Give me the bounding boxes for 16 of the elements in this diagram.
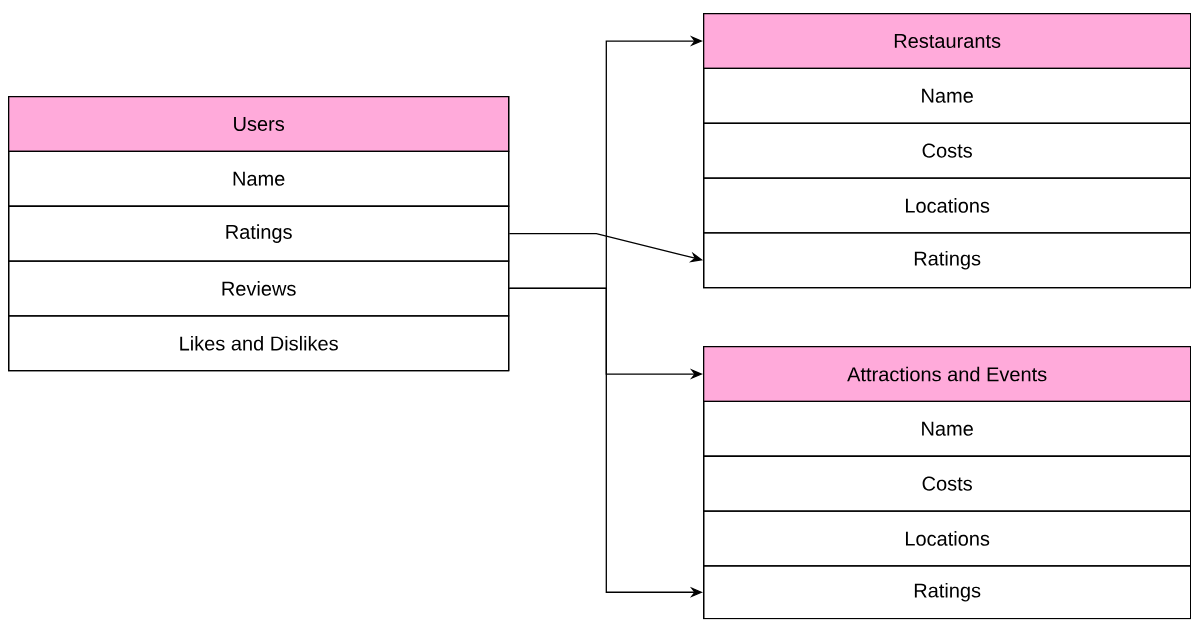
table-row: Locations [703, 510, 1191, 567]
table-header: Restaurants [703, 13, 1191, 70]
table-row: Costs [703, 455, 1191, 512]
table-header: Attractions and Events [703, 346, 1191, 403]
table-row: Name [703, 67, 1191, 124]
table-row: Name [8, 150, 510, 207]
table-row: Costs [703, 122, 1191, 179]
table-row: Locations [703, 177, 1191, 234]
table-row: Ratings [703, 232, 1191, 289]
table-row: Likes and Dislikes [8, 315, 510, 372]
table-row: Ratings [703, 565, 1191, 620]
arrow [508, 233, 703, 263]
table-row: Reviews [8, 260, 510, 317]
table-row: Name [703, 400, 1191, 457]
table-header: Users [8, 96, 510, 153]
table-row: Ratings [8, 205, 510, 262]
